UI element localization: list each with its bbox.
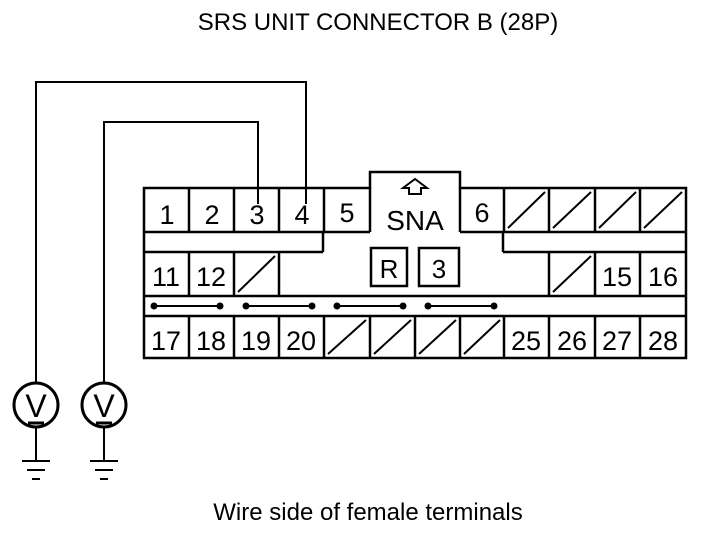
probe-wire-pin3 [103, 121, 259, 384]
pin-label: 27 [602, 326, 632, 356]
empty-cavity [463, 319, 501, 355]
pin-label: 11 [152, 262, 180, 292]
probe-wire-pin4 [35, 81, 307, 384]
empty-cavity [507, 191, 546, 229]
pin-label: 3 [249, 200, 264, 230]
empty-cavity [598, 191, 637, 229]
lock-arrow-icon [400, 177, 430, 195]
short-bar-dots [150, 302, 498, 310]
voltmeter-symbol: V [25, 388, 47, 424]
pin-label: 16 [648, 262, 678, 292]
diagram-caption: Wire side of female terminals [213, 499, 522, 526]
lock-label: R [380, 254, 399, 284]
pin-label: 25 [511, 326, 541, 356]
voltmeter-symbol: V [93, 388, 115, 424]
empty-cavity [373, 319, 412, 355]
empty-cavity [552, 191, 592, 229]
pin-label: 28 [648, 326, 678, 356]
pin-label: 15 [602, 262, 632, 292]
pin-label: 19 [241, 326, 271, 356]
pin-label: 1 [159, 200, 174, 230]
pin-label: 20 [286, 326, 316, 356]
connector-code-label: SNA [386, 205, 444, 236]
voltmeter-icon: V [12, 381, 60, 460]
diagram-title: SRS UNIT CONNECTOR B (28P) [198, 9, 559, 36]
pin-label: 17 [151, 326, 181, 356]
empty-cavity [552, 255, 592, 293]
empty-cavity [643, 191, 683, 229]
empty-cavity [237, 255, 276, 293]
pin-label: 2 [204, 200, 219, 230]
ground-icon [22, 460, 50, 480]
pin-label: 5 [339, 198, 354, 228]
probe-wires [35, 81, 307, 384]
small-terminal-box [417, 246, 461, 288]
ground-icon [90, 460, 118, 480]
empty-cavity [327, 319, 367, 355]
empty-cavity-marks [237, 191, 683, 355]
pin-label: 18 [196, 326, 226, 356]
pin-label: 12 [196, 262, 226, 292]
pin-label: 26 [557, 326, 587, 356]
small-terminal-label: 3 [432, 254, 446, 284]
pin-label: 6 [474, 198, 489, 228]
pin-label: 4 [294, 200, 309, 230]
connector-housing [142, 170, 688, 360]
empty-cavity [418, 319, 457, 355]
voltmeter-icon: V [80, 381, 128, 460]
lock-box [369, 246, 409, 288]
